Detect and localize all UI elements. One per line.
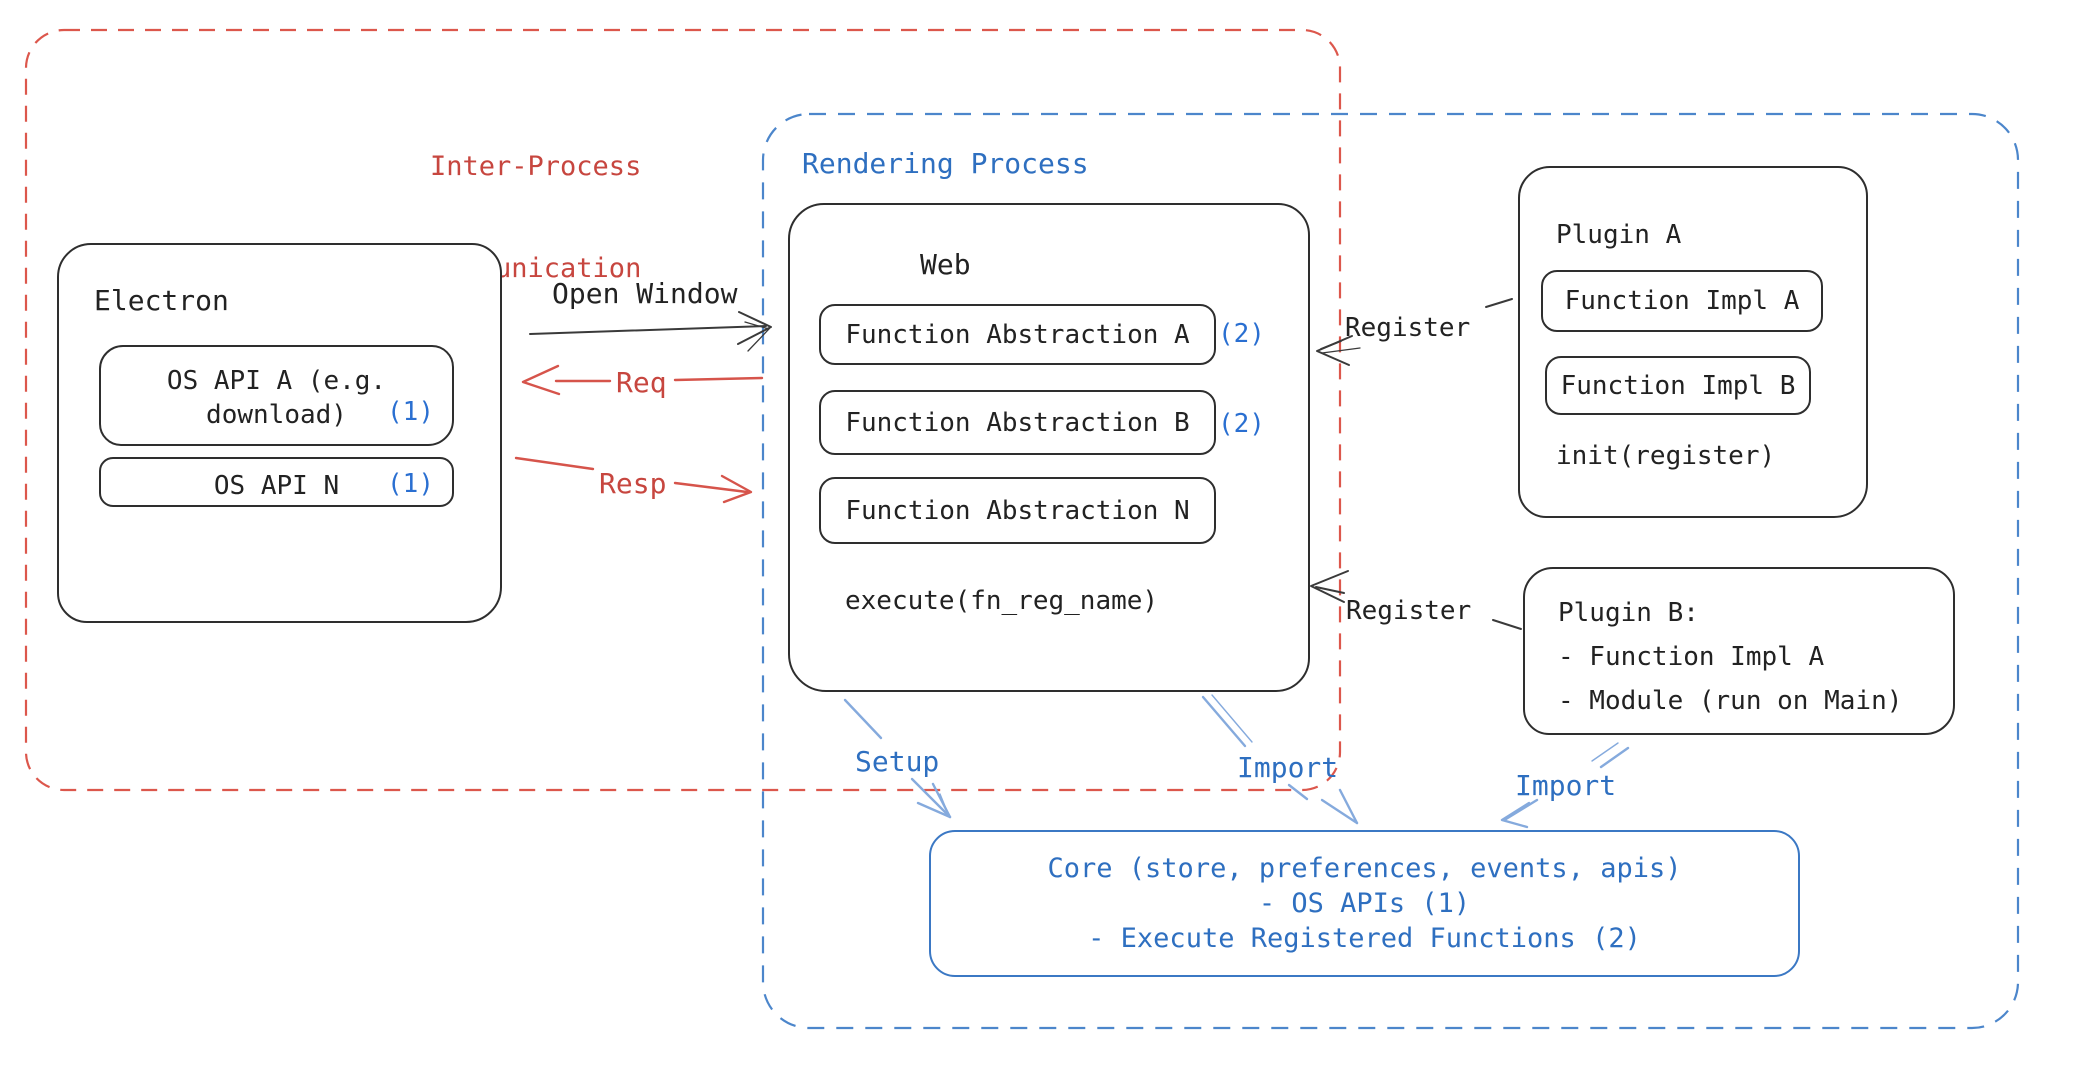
os-api-a-node: OS API A (e.g. download) (1) [99, 345, 454, 446]
core-line3: - Execute Registered Functions (2) [1088, 923, 1641, 954]
core-node: Core (store, preferences, events, apis) … [929, 830, 1800, 977]
os-api-a-badge: (1) [387, 397, 434, 427]
rendering-process-title: Rendering Process [802, 147, 1089, 180]
os-api-n-node: OS API N (1) [99, 457, 454, 507]
register-plugin-a-edge-label: Register [1345, 313, 1471, 343]
ipc-title-line1: Inter-Process [430, 151, 642, 182]
plugin-b-line1: - Function Impl A [1558, 642, 1825, 672]
register-plugin-b-edge-label: Register [1346, 596, 1472, 626]
os-api-n-label: OS API N [213, 471, 340, 501]
function-impl-b-node: Function Impl B [1545, 356, 1811, 415]
web-title: Web [920, 248, 971, 281]
plugin-b-title: Plugin B: [1558, 598, 1699, 628]
core-line2: - OS APIs (1) [1258, 888, 1471, 919]
import-plugin-b-edge-label: Import [1515, 769, 1617, 802]
execute-label: execute(fn_reg_name) [845, 586, 1159, 616]
function-abstraction-b-badge: (2) [1218, 409, 1265, 439]
function-abstraction-n-node: Function Abstraction N [819, 477, 1216, 544]
core-line1: Core (store, preferences, events, apis) [1047, 853, 1682, 884]
setup-edge-label: Setup [855, 745, 940, 778]
resp-edge-label: Resp [599, 467, 667, 500]
function-impl-a-node: Function Impl A [1541, 270, 1823, 332]
function-abstraction-a-node: Function Abstraction A [819, 304, 1216, 365]
function-abstraction-a-badge: (2) [1218, 319, 1265, 349]
os-api-n-badge: (1) [387, 469, 434, 499]
electron-node: Electron OS API A (e.g. download) (1) OS… [57, 243, 502, 623]
plugin-a-init-label: init(register) [1556, 441, 1776, 471]
electron-title: Electron [94, 284, 229, 317]
open-window-edge-label: Open Window [552, 277, 738, 310]
plugin-b-node: Plugin B: - Function Impl A - Module (ru… [1523, 567, 1955, 735]
os-api-a-label-line1: OS API A (e.g. [166, 366, 387, 396]
plugin-a-node: Plugin A Function Impl A Function Impl B… [1518, 166, 1868, 518]
os-api-a-label-line2: download) [206, 400, 347, 430]
req-edge-label: Req [616, 366, 667, 399]
import-web-edge-label: Import [1237, 751, 1339, 784]
plugin-a-title: Plugin A [1556, 220, 1682, 250]
plugin-b-line2: - Module (run on Main) [1558, 686, 1903, 716]
web-node: Web Function Abstraction A (2) Function … [788, 203, 1310, 692]
function-abstraction-b-node: Function Abstraction B [819, 390, 1216, 455]
